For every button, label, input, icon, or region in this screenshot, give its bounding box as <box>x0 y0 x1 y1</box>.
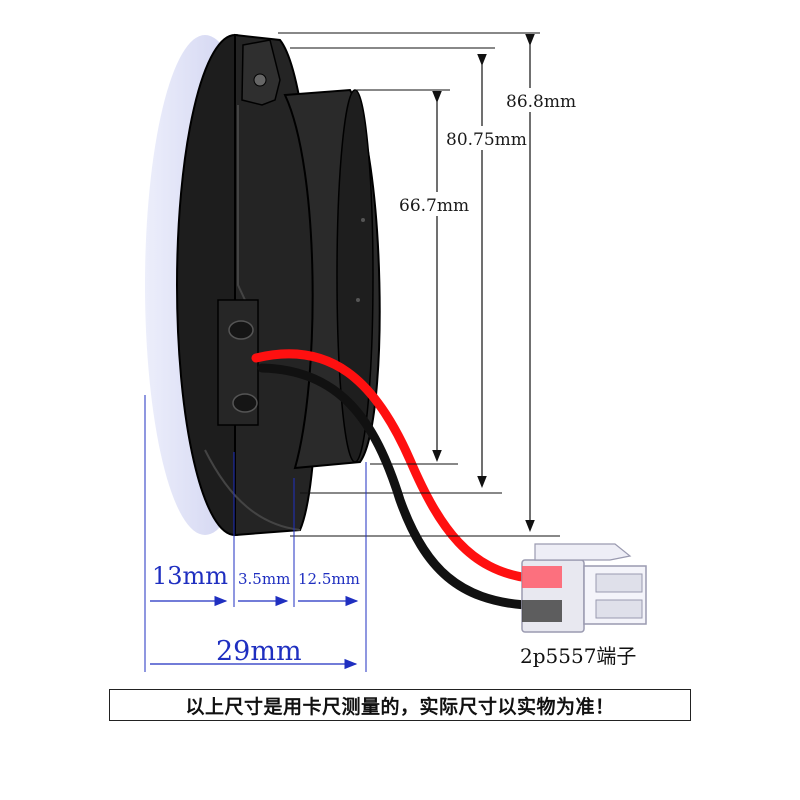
bracket-line <box>237 105 246 301</box>
connector-black-pin <box>522 600 562 622</box>
label-depth-mid: 3.5mm <box>238 570 290 588</box>
label-height-outer: 86.8mm <box>506 92 576 112</box>
tab-screw <box>253 73 267 87</box>
terminal-screw-bottom <box>232 393 258 413</box>
label-depth-back: 12.5mm <box>298 570 360 588</box>
horizontal-dimensions <box>144 395 367 672</box>
connector <box>521 543 647 633</box>
back-dot <box>361 218 365 222</box>
label-depth-total: 29mm <box>216 636 302 667</box>
connector-red-pin <box>522 566 562 588</box>
label-height-mid: 80.75mm <box>446 130 527 150</box>
positive-wire <box>251 349 533 583</box>
speaker-body <box>145 33 381 537</box>
terminal-screw-top <box>228 320 254 340</box>
measurement-note: 以上尺寸是用卡尺测量的，实际尺寸以实物为准！ <box>109 689 691 721</box>
negative-wire <box>257 363 530 610</box>
label-depth-front: 13mm <box>152 562 228 590</box>
bottom-ridge <box>204 449 301 531</box>
mount-tab <box>241 39 281 106</box>
connector-latch <box>534 543 632 561</box>
wires <box>251 349 533 610</box>
connector-slot <box>595 599 643 619</box>
back-dot <box>356 298 360 302</box>
connector-label: 2p5557端子 <box>520 644 636 668</box>
label-height-inner: 66.7mm <box>399 196 469 216</box>
connector-slot <box>595 573 643 593</box>
